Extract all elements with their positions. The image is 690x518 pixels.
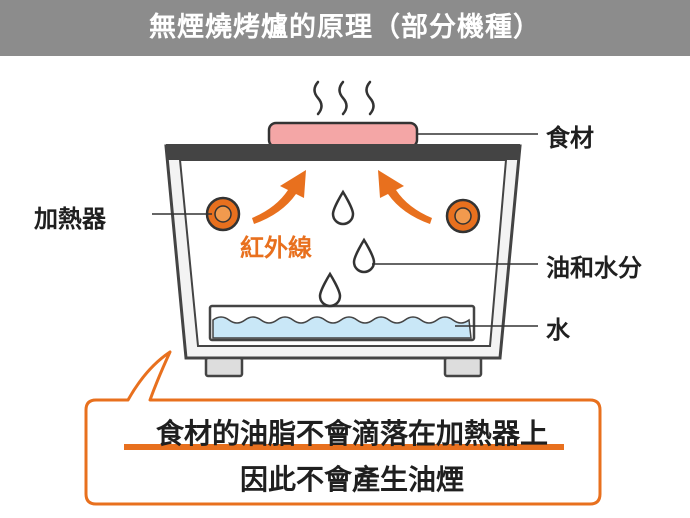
label-oil-water: 油和水分	[546, 254, 642, 282]
label-infrared: 紅外線	[240, 234, 312, 262]
label-food: 食材	[546, 124, 594, 152]
infrared-arrow-icon	[252, 170, 306, 224]
steam-icon	[313, 80, 375, 116]
droplet-icon	[318, 271, 342, 308]
callout-text-line1: 食材的油脂不會滴落在加熱器上	[155, 417, 548, 450]
water-surface	[212, 316, 472, 339]
droplet-icon	[331, 189, 355, 226]
callout-underline	[124, 444, 564, 450]
label-heater: 加熱器	[34, 205, 106, 233]
infrared-arrow-icon	[378, 170, 432, 224]
title-bar: 無煙燒烤爐的原理（部分機種）	[0, 0, 690, 56]
callout-text-line2: 因此不會產生油煙	[239, 463, 464, 496]
grill-foot-right	[443, 356, 483, 378]
callout-bubble	[84, 350, 602, 506]
grill-foot-left	[204, 356, 244, 378]
page-title: 無煙燒烤爐的原理（部分機種）	[149, 12, 541, 43]
grill-top-rail	[166, 144, 520, 160]
label-water: 水	[546, 316, 570, 344]
droplet-icon	[352, 237, 376, 274]
food-slab	[267, 121, 419, 149]
heater-element-icon	[445, 198, 481, 234]
